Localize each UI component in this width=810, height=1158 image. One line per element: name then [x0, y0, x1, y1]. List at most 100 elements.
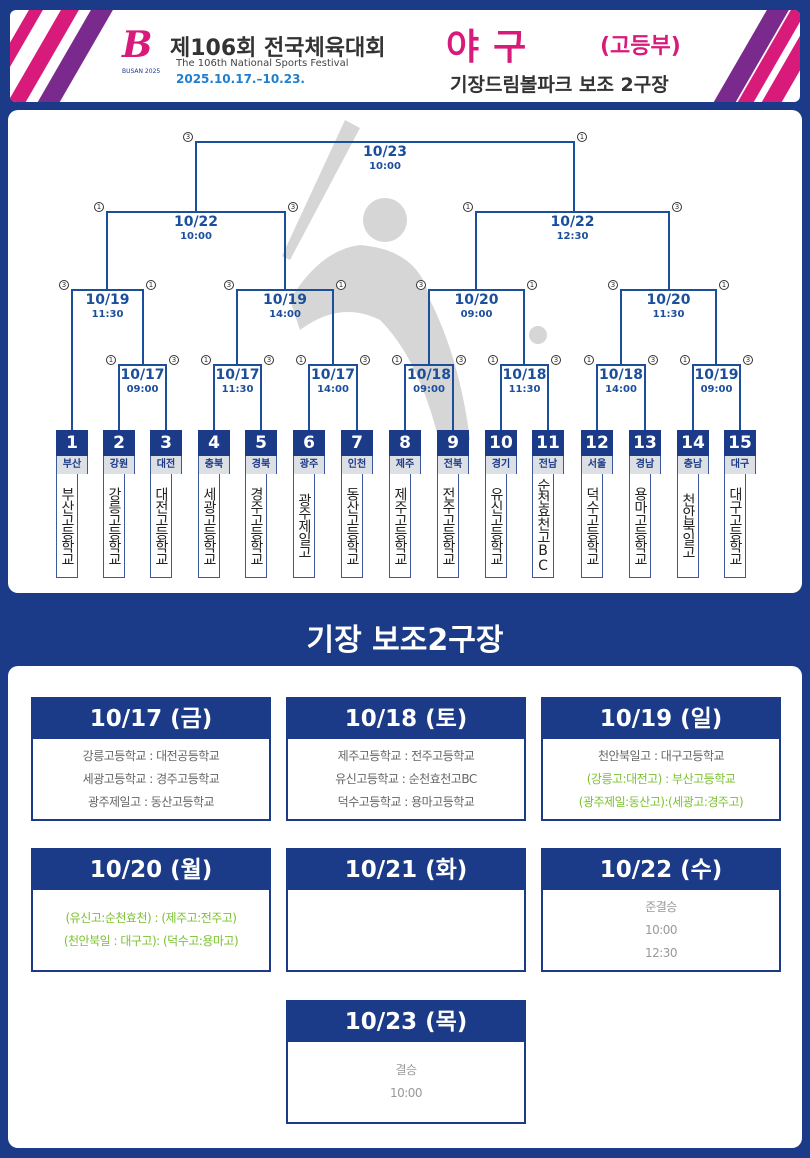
schedule-line: 준결승 — [645, 899, 677, 914]
dugout-mark-icon: 1 — [106, 355, 116, 365]
match-time: 10:00 — [369, 161, 401, 172]
division-label: (고등부) — [600, 34, 681, 59]
schedule-line: (광주제일:동산고):(세광고:경주고) — [578, 794, 744, 809]
team-name: 세광고등학교 — [198, 474, 220, 578]
schedule-line: 덕수고등학교 : 용마고등학교 — [337, 794, 475, 809]
bracket-line — [195, 141, 575, 212]
dugout-mark-icon: 3 — [183, 132, 193, 142]
team-seed: 9 — [437, 430, 469, 456]
team-region: 제주 — [389, 456, 421, 474]
match-time: 09:00 — [413, 384, 445, 395]
schedule-line: 제주고등학교 : 전주고등학교 — [337, 748, 475, 763]
dugout-mark-icon: 3 — [360, 355, 370, 365]
match-time: 09:00 — [700, 384, 733, 395]
dugout-mark-icon: 3 — [648, 355, 658, 365]
team-name: 동산고등학교 — [341, 474, 363, 578]
team-seed: 13 — [629, 430, 661, 456]
team-seed: 5 — [245, 430, 277, 456]
match-time: 14:00 — [605, 384, 637, 395]
match-date: 10/18 — [502, 367, 547, 383]
dugout-mark-icon: 1 — [719, 280, 729, 290]
team-region: 경남 — [629, 456, 661, 474]
schedule-line: 결승 — [395, 1063, 417, 1077]
dugout-mark-icon: 1 — [527, 280, 537, 290]
event-title-en: The 106th National Sports Festival — [176, 58, 349, 69]
match-time: 11:30 — [221, 384, 254, 395]
team-region: 인천 — [341, 456, 373, 474]
team-name: 제주고등학교 — [389, 474, 411, 578]
logo-sub: BUSAN 2025 — [122, 68, 161, 75]
dugout-mark-icon: 3 — [169, 355, 179, 365]
team-region: 충남 — [677, 456, 709, 474]
schedule-line: 12:30 — [644, 945, 678, 960]
dugout-mark-icon: 3 — [224, 280, 234, 290]
team-region: 서울 — [581, 456, 613, 474]
dugout-mark-icon: 1 — [336, 280, 346, 290]
schedule-title: 기장 보조2구장 — [306, 623, 504, 658]
team-name: 천안북일고 — [677, 474, 699, 578]
team-region: 부산 — [56, 456, 88, 474]
schedule-line: (유신고:순천효천) : (제주고:전주고) — [65, 911, 237, 925]
match-time: 09:00 — [460, 309, 493, 320]
team-region: 경기 — [485, 456, 517, 474]
dugout-mark-icon: 3 — [59, 280, 69, 290]
schedule-line: 세광고등학교 : 경주고등학교 — [82, 771, 220, 786]
dugout-mark-icon: 3 — [608, 280, 618, 290]
bracket-line — [475, 211, 670, 290]
team-name: 광주제일고 — [293, 474, 315, 578]
match-time: 09:00 — [126, 384, 159, 395]
schedule-day-card: 10/22 (수) 준결승 10:00 12:30 — [541, 848, 781, 972]
schedule-day-header: 10/20 (월) — [33, 850, 269, 890]
team-name: 대전고등학교 — [150, 474, 172, 578]
dugout-mark-icon: 1 — [201, 355, 211, 365]
dugout-mark-icon: 3 — [672, 202, 682, 212]
schedule-day-header: 10/22 (수) — [543, 850, 779, 890]
dugout-mark-icon: 1 — [577, 132, 587, 142]
dugout-mark-icon: 3 — [743, 355, 753, 365]
match-time: 14:00 — [269, 309, 301, 320]
schedule-day-card: 10/21 (화) — [286, 848, 526, 972]
schedule-line: 유신고등학교 : 순천효천고BC — [335, 771, 477, 786]
schedule-day-header: 10/17 (금) — [33, 699, 269, 739]
schedule-day-header: 10/21 (화) — [288, 850, 524, 890]
schedule-line: 10:00 — [644, 922, 678, 937]
schedule-day-header: 10/23 (목) — [288, 1002, 524, 1042]
schedule-line: 광주제일고 : 동산고등학교 — [87, 794, 215, 809]
schedule-day-body: 천안북일고 : 대구고등학교(강릉고:대전고) : 부산고등학교(광주제일:동산… — [543, 739, 779, 819]
team-region: 대전 — [150, 456, 182, 474]
dugout-mark-icon: 1 — [146, 280, 156, 290]
venue-name: 기장드림볼파크 보조 2구장 — [450, 74, 669, 96]
dugout-mark-icon: 3 — [551, 355, 561, 365]
logo-mark: B — [122, 24, 153, 66]
match-time: 11:30 — [652, 309, 685, 320]
team-seed: 2 — [103, 430, 135, 456]
match-time: 10:00 — [180, 231, 212, 242]
team-region: 강원 — [103, 456, 135, 474]
match-date: 10/17 — [310, 367, 356, 383]
schedule-day-header: 10/19 (일) — [543, 699, 779, 739]
team-name: 순천효천고BC — [532, 474, 554, 578]
match-time: 12:30 — [556, 231, 589, 242]
baseball-player-silhouette — [282, 120, 547, 445]
schedule-day-body: 준결승 10:00 12:30 — [543, 890, 779, 970]
match-date: 10/22 — [550, 214, 595, 230]
dugout-mark-icon: 1 — [584, 355, 594, 365]
match-date: 10/17 — [215, 367, 260, 383]
schedule-day-body — [288, 890, 524, 970]
dugout-mark-icon: 3 — [416, 280, 426, 290]
team-name: 강릉고등학교 — [103, 474, 125, 578]
match-date: 10/17 — [120, 367, 165, 383]
team-seed: 7 — [341, 430, 373, 456]
team-region: 광주 — [293, 456, 325, 474]
